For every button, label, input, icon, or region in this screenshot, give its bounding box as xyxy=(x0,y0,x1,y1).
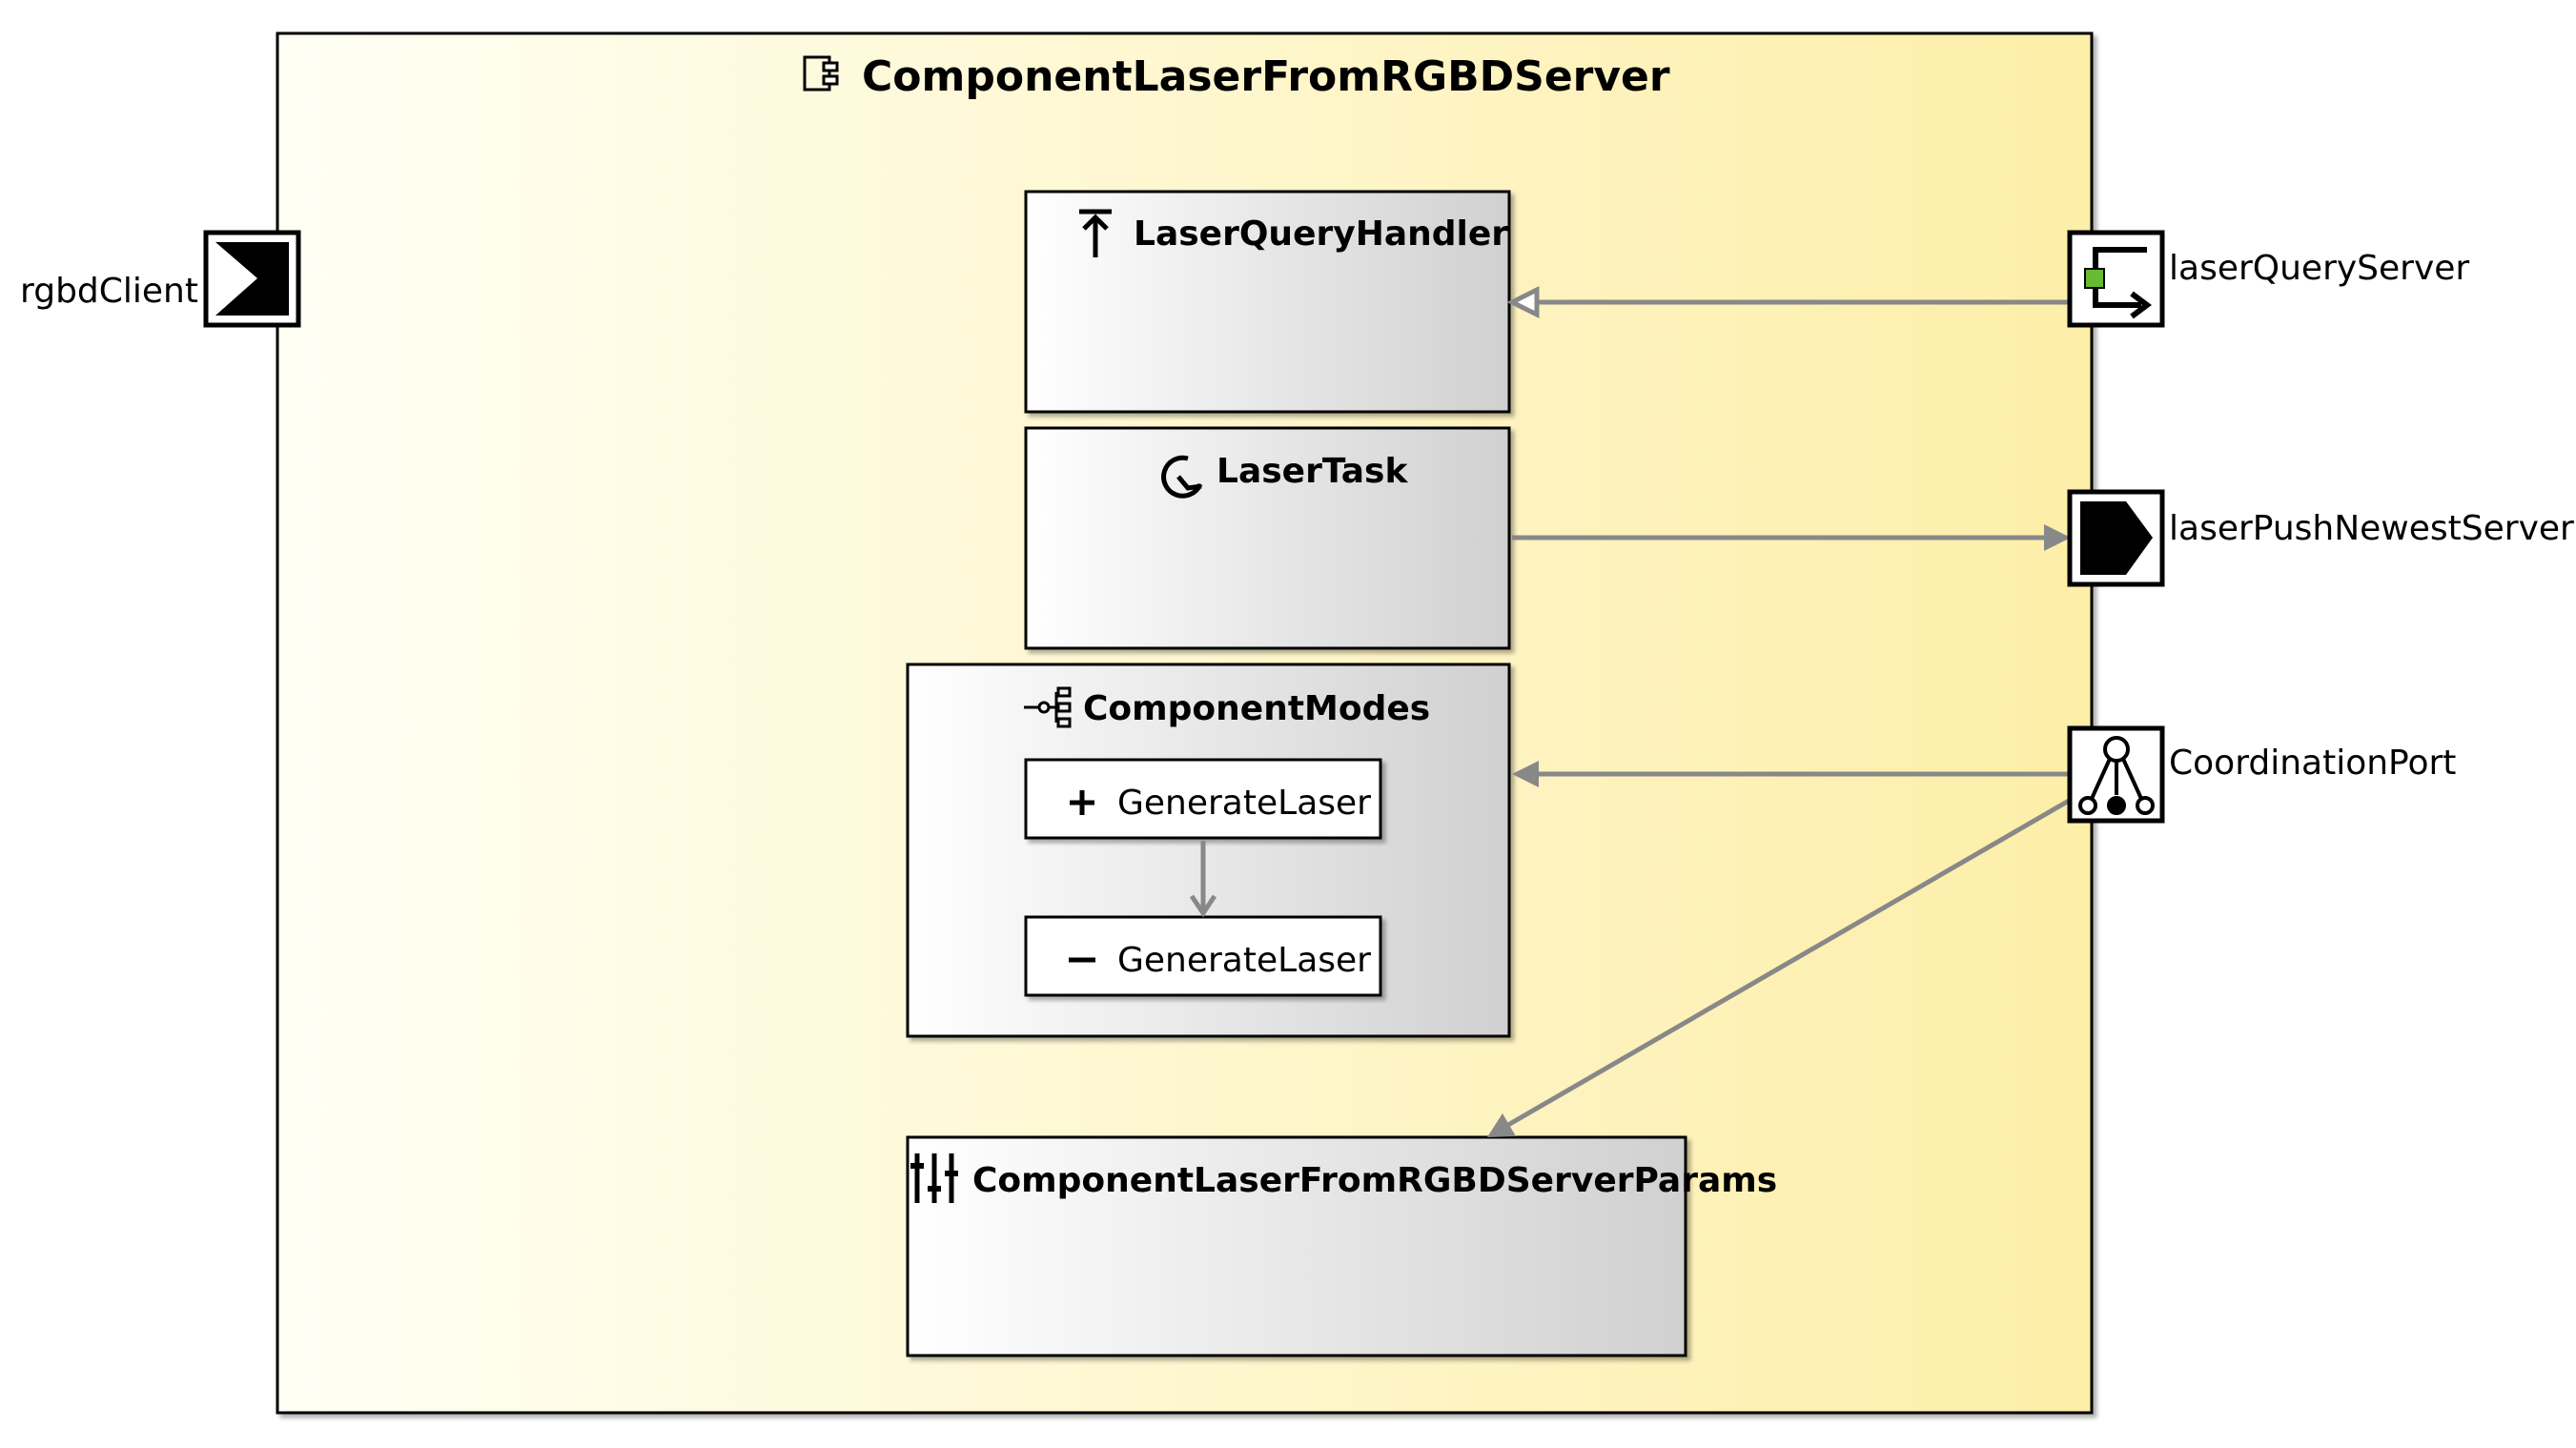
port-rgbd-client[interactable] xyxy=(203,230,301,328)
push-client-port-icon xyxy=(215,242,289,316)
push-server-port-icon xyxy=(2080,501,2153,575)
laser-task-block[interactable] xyxy=(1024,426,1511,650)
mode-item-label: GenerateLaser xyxy=(1117,784,1371,823)
connector-coordination-params xyxy=(1487,798,2071,1137)
connector-coordination-modes xyxy=(1512,761,2069,787)
params-title: ComponentLaserFromRGBDServerParams xyxy=(972,1161,1777,1200)
mode-item-generate-laser-plus[interactable]: GenerateLaser xyxy=(1024,758,1382,840)
mode-transition-arrow xyxy=(1189,841,1217,918)
port-label-coordination: CoordinationPort xyxy=(2169,744,2456,783)
port-label-rgbd-client: rgbdClient xyxy=(20,272,198,311)
port-laser-push-newest-server[interactable] xyxy=(2067,489,2165,587)
connector-query-server xyxy=(1506,285,2069,319)
refresh-cycle-icon xyxy=(1161,455,1203,499)
connector-push-newest-server xyxy=(1512,524,2071,551)
component-icon xyxy=(803,55,839,92)
port-laser-query-server[interactable] xyxy=(2067,230,2165,328)
port-label-laser-query-server: laserQueryServer xyxy=(2169,249,2469,288)
mode-item-generate-laser-minus[interactable]: GenerateLaser xyxy=(1024,915,1382,997)
params-block[interactable] xyxy=(906,1135,1687,1357)
port-coordination[interactable] xyxy=(2067,725,2165,824)
state-tree-icon xyxy=(1024,686,1072,728)
component-title: ComponentLaserFromRGBDServer xyxy=(862,52,1670,101)
component-modes-title: ComponentModes xyxy=(1083,689,1430,728)
coordination-port-icon xyxy=(2078,736,2155,815)
port-label-laser-push-newest-server: laserPushNewestServer xyxy=(2169,509,2574,548)
laser-task-title: LaserTask xyxy=(1216,452,1408,491)
plus-icon xyxy=(1070,790,1094,815)
laser-query-handler-title: LaserQueryHandler xyxy=(1134,214,1508,254)
upload-arrow-icon xyxy=(1079,209,1112,257)
sliders-icon xyxy=(910,1153,958,1203)
mode-item-label: GenerateLaser xyxy=(1117,941,1371,980)
